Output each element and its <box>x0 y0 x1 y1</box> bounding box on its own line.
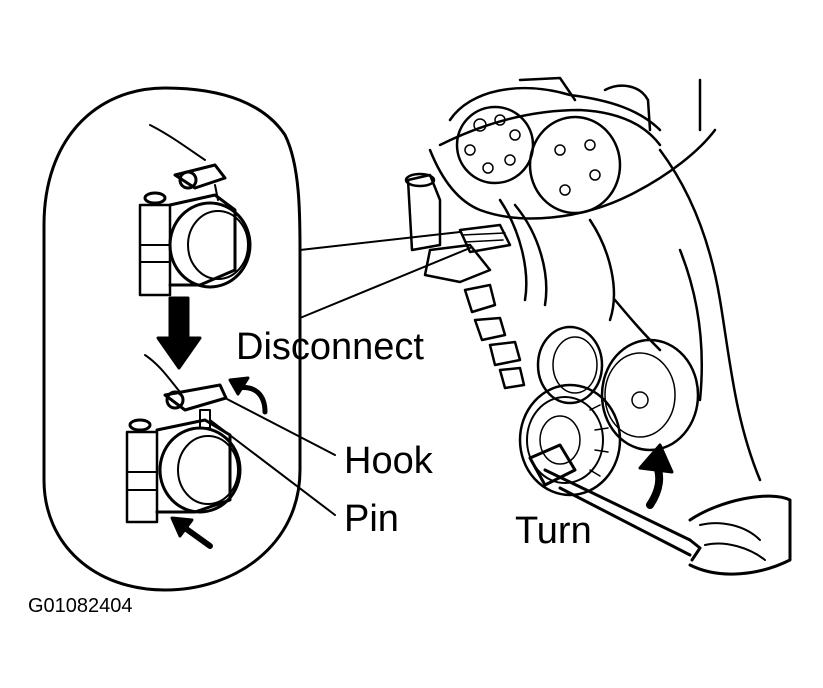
diagonal-up-left-arrow-icon <box>182 525 213 549</box>
thick-down-arrow-icon <box>156 296 202 370</box>
engine-illustration <box>404 76 762 497</box>
hook-label: Hook <box>344 440 433 482</box>
inset-top-assembly <box>138 124 252 297</box>
inset-frame <box>42 86 302 592</box>
leader-line-top <box>299 231 461 251</box>
hook-callout-line <box>224 397 336 456</box>
pin-label: Pin <box>344 498 399 540</box>
turn-label: Turn <box>515 510 592 552</box>
inset-bottom-assembly <box>125 354 242 524</box>
figure-code: G01082404 <box>28 595 133 617</box>
wrench-handle <box>528 443 792 576</box>
pin-callout-line <box>209 419 336 516</box>
curved-rotation-arrow-icon <box>235 384 268 415</box>
leader-line-bottom <box>299 247 471 319</box>
disconnect-label: Disconnect <box>236 326 424 368</box>
